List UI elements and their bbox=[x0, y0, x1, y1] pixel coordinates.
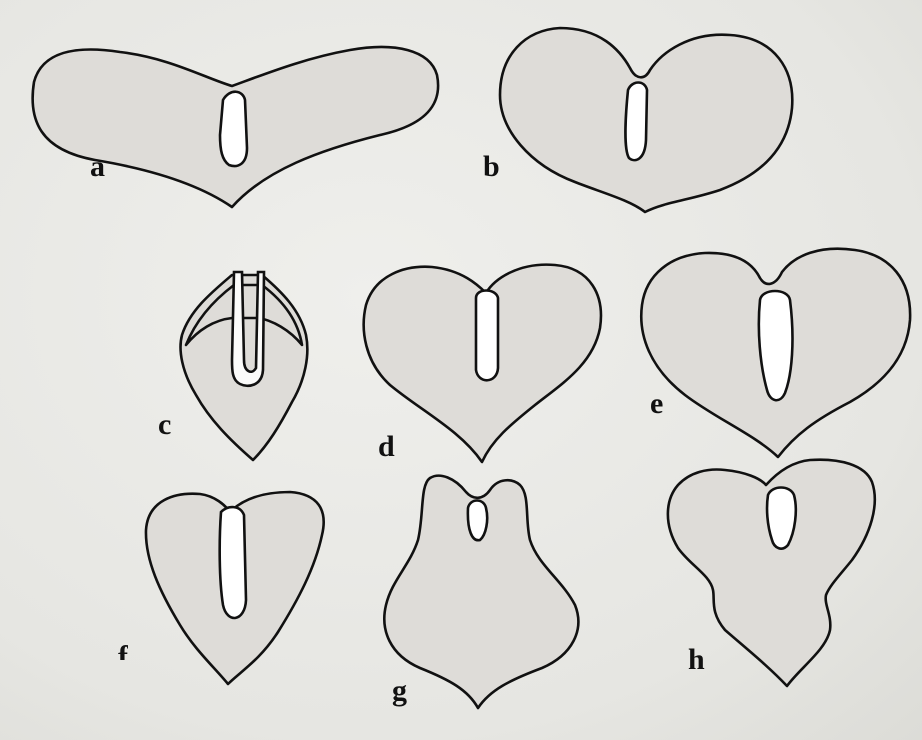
scar-h bbox=[767, 488, 796, 549]
shape-b bbox=[500, 28, 792, 212]
panel-label-a: a bbox=[90, 152, 105, 182]
scar-b bbox=[626, 83, 648, 161]
scar-a bbox=[220, 92, 247, 166]
panel-label-f: f bbox=[118, 642, 128, 660]
shape-c bbox=[181, 272, 308, 460]
panel-label-e: e bbox=[650, 389, 663, 419]
panel-label-g: g bbox=[392, 676, 407, 706]
shape-a bbox=[33, 47, 439, 207]
panel-label-d: d bbox=[378, 432, 395, 462]
scar-d bbox=[476, 291, 498, 381]
shape-d bbox=[364, 265, 601, 462]
shape-g bbox=[384, 476, 578, 708]
shape-f bbox=[146, 492, 324, 684]
panel-label-h: h bbox=[688, 645, 705, 675]
scar-f bbox=[220, 507, 246, 618]
scar-g bbox=[468, 501, 487, 541]
shape-e bbox=[641, 249, 910, 457]
panel-label-b: b bbox=[483, 152, 500, 182]
panel-label-c: c bbox=[158, 410, 171, 440]
